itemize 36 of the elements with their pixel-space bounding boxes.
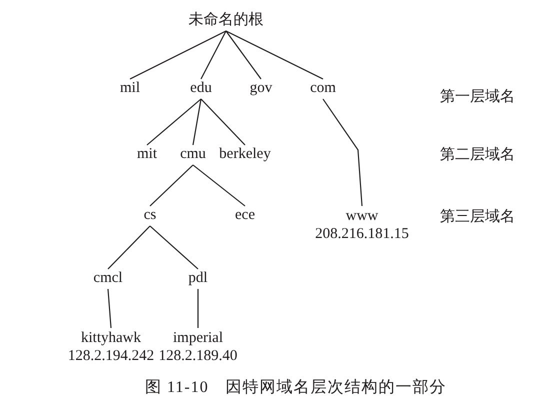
ip-address: 208.216.181.15 (315, 225, 409, 243)
branch-line (322, 98, 363, 206)
ip-address: 128.2.194.242 (68, 347, 154, 365)
domain-label: mil (120, 80, 140, 97)
domain-label: gov (250, 80, 272, 97)
host-label: imperial (173, 329, 223, 347)
ip-address: 128.2.189.40 (158, 347, 238, 365)
branch-line (200, 30, 226, 80)
domain-label: cmu (180, 146, 206, 163)
level-label: 第二层域名 (440, 146, 515, 164)
domain-label: mit (137, 146, 157, 163)
branch-line (146, 98, 202, 146)
branch-line (226, 30, 262, 80)
host-label: www (346, 207, 378, 225)
branch-line (192, 164, 246, 206)
branch-line (107, 288, 112, 328)
domain-label: edu (190, 80, 212, 97)
domain-label: ece (235, 207, 255, 224)
domain-label: pdl (188, 270, 208, 287)
branch-line (192, 98, 202, 146)
domain-label: com (310, 80, 336, 97)
branch-line (150, 226, 198, 270)
branch-line (130, 30, 226, 80)
figure-caption: 图 11-10 因特网域名层次结构的一部分 (145, 378, 447, 398)
root-label: 未命名的根 (188, 12, 264, 29)
branch-line (200, 98, 246, 146)
branch-line (108, 226, 150, 270)
host-label: kittyhawk (81, 329, 141, 347)
branch-line (150, 164, 194, 206)
branch-line (226, 30, 324, 80)
domain-label: cmcl (93, 270, 123, 287)
branch-line (197, 289, 199, 328)
domain-label: cs (144, 207, 156, 224)
domain-label: berkeley (219, 146, 271, 163)
level-label: 第三层域名 (440, 208, 515, 226)
level-label: 第一层域名 (440, 88, 515, 106)
